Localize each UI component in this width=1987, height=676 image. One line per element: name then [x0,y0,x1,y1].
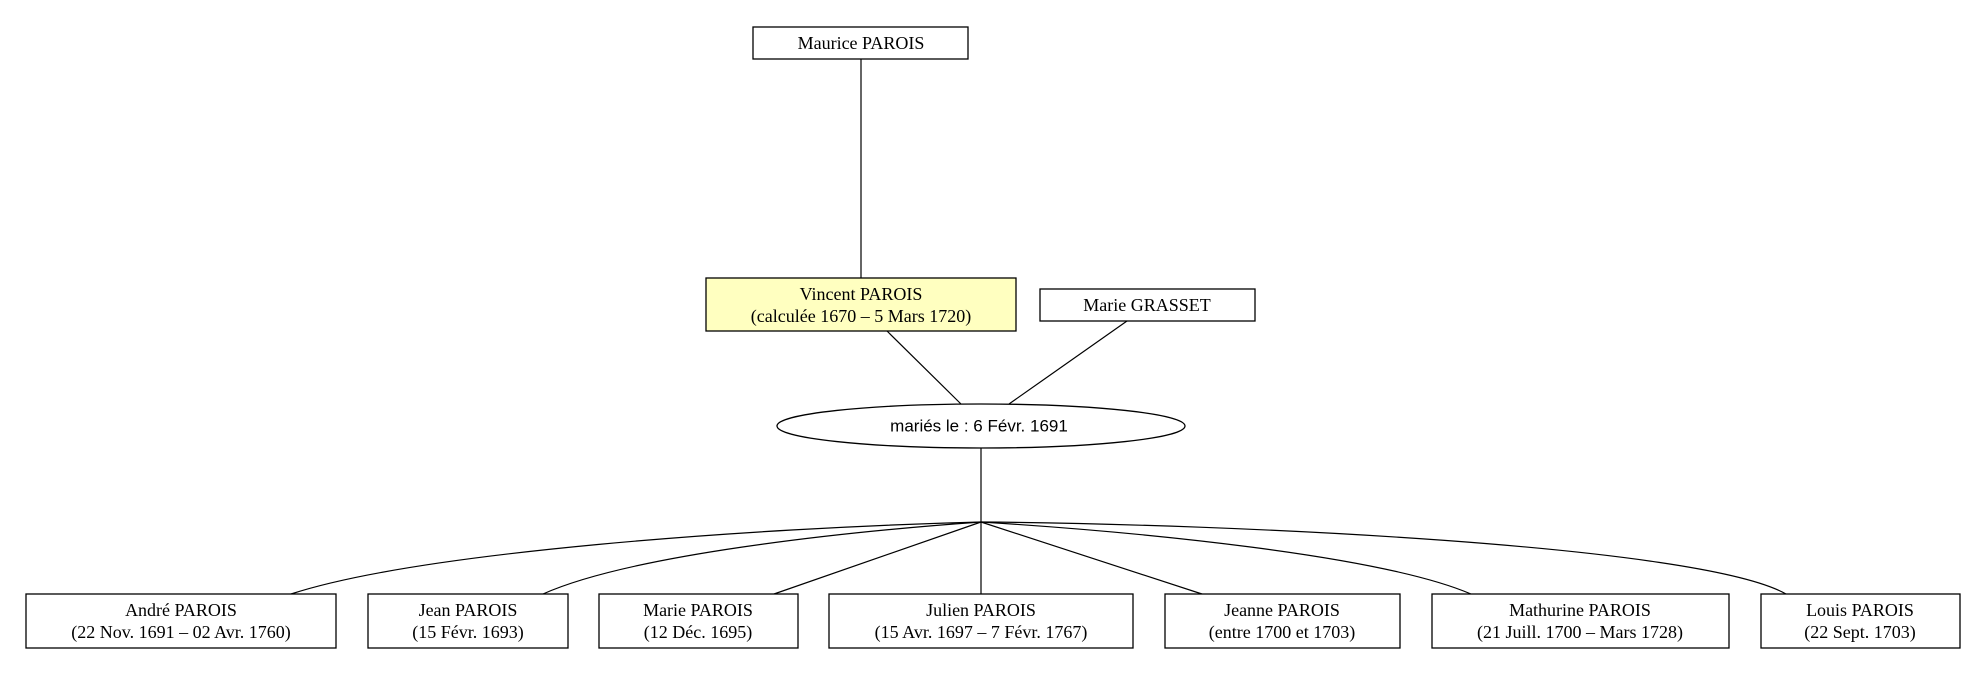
edge-junction-to-child-2 [542,521,982,595]
person-dates: (calculée 1670 – 5 Mars 1720) [751,306,971,327]
person-dates: (21 Juill. 1700 – Mars 1728) [1477,622,1683,643]
person-node-grandparent[interactable]: Maurice PAROIS [752,26,969,60]
person-dates: (entre 1700 et 1703) [1209,622,1355,643]
person-dates: (22 Sept. 1703) [1804,622,1916,643]
person-node-child[interactable]: Jeanne PAROIS (entre 1700 et 1703) [1164,593,1401,649]
person-node-child[interactable]: Jean PAROIS (15 Févr. 1693) [367,593,569,649]
edge-mother-to-marriage [1008,320,1128,405]
marriage-node[interactable]: mariés le : 6 Févr. 1691 [776,403,1186,449]
person-node-mother[interactable]: Marie GRASSET [1039,288,1256,322]
person-node-child[interactable]: Mathurine PAROIS (21 Juill. 1700 – Mars … [1431,593,1730,649]
person-dates: (12 Déc. 1695) [644,622,752,643]
tree-edges [290,59,1787,595]
edge-junction-to-child-7 [980,521,1787,595]
person-name: Maurice PAROIS [798,33,925,53]
person-dates: (15 Avr. 1697 – 7 Févr. 1767) [875,622,1088,643]
person-name: Vincent PAROIS [800,284,923,304]
person-name: André PAROIS [125,600,237,620]
person-name: Jeanne PAROIS [1224,600,1340,620]
person-node-child[interactable]: Marie PAROIS (12 Déc. 1695) [598,593,799,649]
person-node-father[interactable]: Vincent PAROIS (calculée 1670 – 5 Mars 1… [705,277,1017,332]
edge-father-to-marriage [886,330,962,405]
marriage-label: mariés le : 6 Févr. 1691 [890,417,1068,436]
edge-junction-to-child-3 [773,521,982,595]
children-row: André PAROIS (22 Nov. 1691 – 02 Avr. 176… [25,593,1961,649]
person-name: Louis PAROIS [1806,600,1914,620]
highlight-box [705,277,1017,332]
person-node-child[interactable]: André PAROIS (22 Nov. 1691 – 02 Avr. 176… [25,593,337,649]
edge-junction-to-child-5 [980,521,1203,595]
person-name: Marie GRASSET [1083,295,1211,315]
edge-junction-to-child-1 [290,521,982,595]
edge-junction-to-child-6 [980,521,1472,595]
person-dates: (22 Nov. 1691 – 02 Avr. 1760) [71,622,291,643]
person-dates: (15 Févr. 1693) [412,622,524,643]
person-name: Mathurine PAROIS [1509,600,1651,620]
person-node-child[interactable]: Julien PAROIS (15 Avr. 1697 – 7 Févr. 17… [828,593,1134,649]
person-node-child[interactable]: Louis PAROIS (22 Sept. 1703) [1760,593,1961,649]
person-name: Julien PAROIS [926,600,1036,620]
person-name: Jean PAROIS [419,600,518,620]
person-name: Marie PAROIS [643,600,753,620]
